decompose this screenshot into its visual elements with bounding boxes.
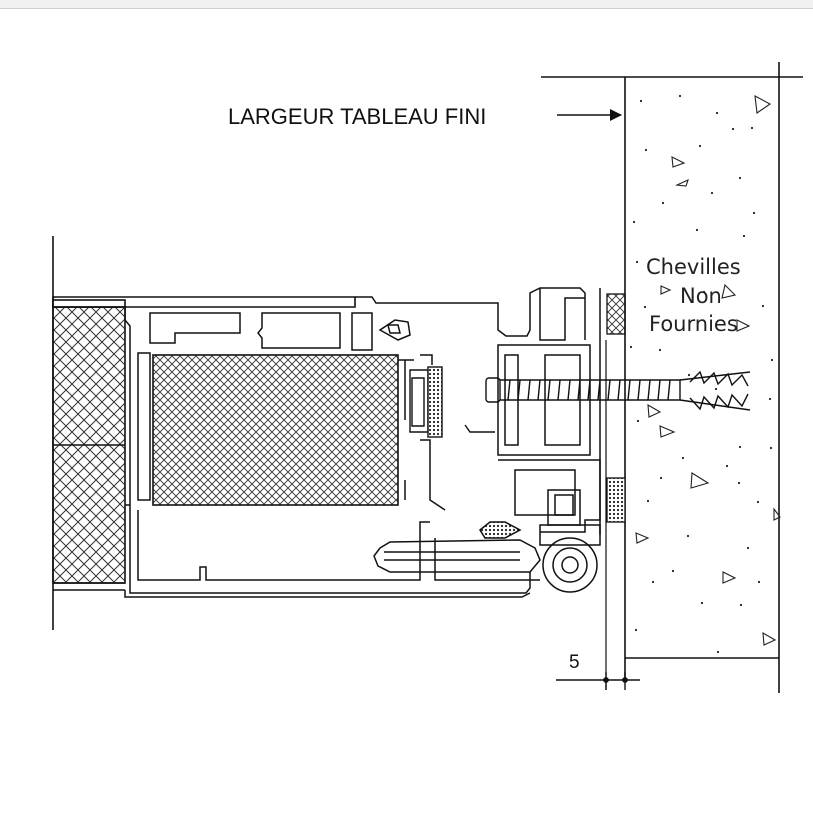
window-top-bar: [0, 0, 813, 9]
chevilles-label-line2: Non: [680, 284, 722, 308]
concrete-dots: [629, 94, 774, 654]
dimension-line: [556, 672, 640, 690]
largeur-label: LARGEUR TABLEAU FINI: [228, 104, 486, 129]
wall-section: [541, 62, 803, 693]
glazing-bead: [409, 366, 495, 438]
anchor-screw: [485, 370, 751, 411]
left-panel: [52, 236, 356, 630]
dimension-label: 5: [569, 652, 580, 673]
sash-profile: [53, 287, 586, 598]
hinge-assembly: [373, 489, 601, 593]
glazing-unit: [152, 354, 399, 506]
chevilles-label-line3: Fournies: [649, 312, 738, 336]
frame-profile: [497, 288, 601, 535]
concrete-aggregate: [635, 95, 781, 646]
wall-gaskets: [606, 293, 626, 523]
chevilles-label-line1: Chevilles: [646, 255, 741, 279]
